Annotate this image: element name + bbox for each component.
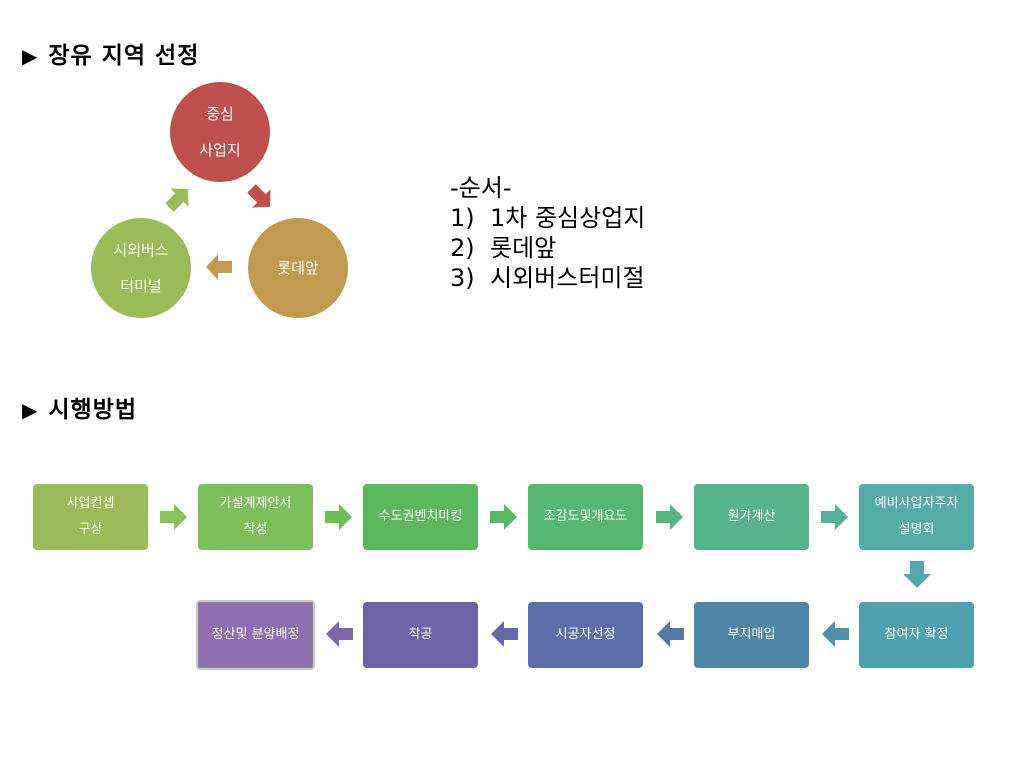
step-label-line1: 수도권벤치마킹 [378, 509, 463, 524]
process-arrow-left-icon [657, 621, 684, 647]
step-label-line1: 조감도및개요도 [543, 509, 628, 524]
order-item-number: 1) [450, 204, 475, 232]
step-label-line1: 원가계산 [727, 509, 776, 524]
step-label-line1: 착공 [408, 627, 433, 642]
step-label-line1: 참여자 확정 [884, 627, 949, 642]
process-arrow-right-icon [821, 504, 848, 530]
section-title: 시행방법 [48, 397, 138, 423]
order-item: 3) 시외버스터미절 [450, 263, 645, 293]
process-step-construction: 착공 [363, 602, 478, 668]
order-item-number: 3) [450, 264, 475, 292]
process-step-costing: 원가계산 [694, 484, 809, 550]
process-arrow-right-icon [490, 504, 517, 530]
order-item: 1) 1차 중심상업지 [450, 203, 645, 233]
node-label-line2: 터미널 [120, 277, 162, 295]
cycle-node-central: 중심 사업지 [170, 82, 270, 182]
process-arrow-left-icon [822, 621, 849, 647]
step-label-line1: 시공자선정 [555, 627, 616, 642]
node-label-line2: 사업지 [199, 141, 241, 159]
step-label-line2: 설명회 [898, 522, 935, 537]
step-label-line1: 부지매입 [727, 627, 776, 642]
process-arrow-right-icon [656, 504, 683, 530]
order-item-text: 1차 중심상업지 [490, 204, 646, 232]
order-header: -순서- [450, 174, 512, 202]
process-step-settlement[interactable]: 정산및 분양배정 [196, 600, 315, 670]
section-title: 장유 지역 선정 [48, 43, 200, 69]
process-step-concept: 사업컨셉 구상 [33, 484, 148, 550]
process-arrow-left-icon [491, 621, 518, 647]
process-step-land: 부지매입 [694, 602, 809, 668]
section-heading-method: ▶ 시행방법 [22, 390, 137, 424]
process-arrow-right-icon [325, 504, 352, 530]
process-arrow-right-icon [160, 504, 187, 530]
section-heading-region: ▶ 장유 지역 선정 [22, 36, 199, 70]
cycle-arrow-to-terminal-icon [206, 254, 232, 280]
order-item-text: 시외버스터미절 [490, 264, 645, 292]
process-step-confirm: 참여자 확정 [859, 602, 974, 668]
cycle-node-terminal: 시외버스 터미널 [91, 218, 191, 318]
order-list: -순서- 1) 1차 중심상업지 2) 롯데앞 3) 시외버스터미절 [450, 173, 645, 293]
process-step-briefing: 예비사업자주자 설명회 [859, 484, 974, 550]
process-step-benchmark: 수도권벤치마킹 [363, 484, 478, 550]
process-arrow-left-icon [326, 621, 353, 647]
node-label-line1: 롯데앞 [277, 259, 319, 277]
triangle-marker-icon: ▶ [22, 44, 39, 68]
order-item-text: 롯데앞 [490, 234, 557, 262]
order-item: 2) 롯데앞 [450, 233, 645, 263]
cycle-node-lotte: 롯데앞 [248, 218, 348, 318]
cycle-arrow-to-lotte-icon [247, 184, 271, 208]
node-label-line1: 중심 [206, 105, 234, 123]
process-arrow-down-icon [903, 561, 931, 588]
node-label-line1: 시외버스 [113, 241, 169, 259]
process-step-contractor: 시공자선정 [528, 602, 643, 668]
process-step-birdseye: 조감도및개요도 [528, 484, 643, 550]
order-item-number: 2) [450, 234, 475, 262]
step-label-line1: 정산및 분양배정 [211, 627, 300, 642]
triangle-marker-icon: ▶ [22, 398, 39, 422]
step-label-line1: 사업컨셉 [66, 496, 115, 511]
step-label-line2: 구상 [78, 522, 103, 537]
step-label-line1: 예비사업자주자 [874, 496, 959, 511]
cycle-arrow-to-central-icon [165, 188, 189, 212]
step-label-line2: 작성 [243, 522, 268, 537]
process-step-proposal: 가설계제안서 작성 [198, 484, 313, 550]
step-label-line1: 가설계제안서 [219, 496, 292, 511]
